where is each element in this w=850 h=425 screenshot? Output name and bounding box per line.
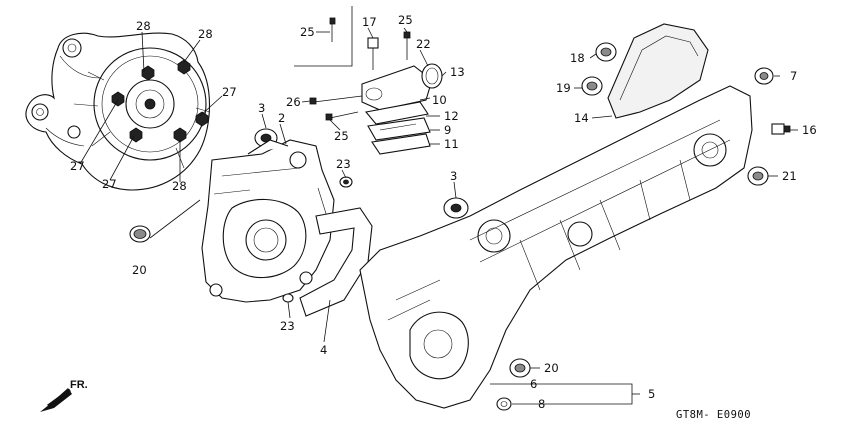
oil-seal-18 (595, 42, 617, 62)
callout-28: 28 (172, 179, 187, 193)
callout-26: 26 (286, 95, 301, 109)
crankcase-gasket-4 (299, 207, 373, 317)
callout-16: 16 (802, 123, 817, 137)
callout-7: 7 (790, 69, 797, 83)
callout-23: 23 (336, 157, 351, 171)
callout-5: 5 (648, 387, 655, 401)
leader-lines (79, 27, 798, 405)
oil-seal-21 (747, 166, 769, 186)
callout-21: 21 (782, 169, 797, 183)
left-crankcase-half (201, 139, 335, 303)
crankcase-gasket-14 (607, 23, 709, 119)
callout-11: 11 (444, 137, 459, 151)
callout-3: 3 (258, 101, 265, 115)
drawing-code: GT8M- E0900 (676, 409, 751, 421)
drain-bolt-16 (771, 123, 791, 135)
dowel-pin-23-lower (282, 293, 294, 303)
callout-19: 19 (556, 81, 571, 95)
callout-18: 18 (570, 51, 585, 65)
callout-28: 28 (136, 19, 151, 33)
callout-23: 23 (280, 319, 295, 333)
front-direction-arrow: FR. (40, 379, 88, 412)
callout-2: 2 (278, 111, 285, 125)
callout-20: 20 (132, 263, 147, 277)
callout-10: 10 (432, 93, 447, 107)
right-crankcase-half (359, 85, 753, 409)
oil-seal-20-right (509, 358, 531, 378)
oil-seal-20-left (129, 199, 201, 243)
callout-22: 22 (416, 37, 431, 51)
callout-25: 25 (300, 25, 315, 39)
callout-9: 9 (444, 123, 451, 137)
callout-4: 4 (320, 343, 327, 357)
callout-3: 3 (450, 169, 457, 183)
callout-25: 25 (398, 13, 413, 27)
callout-27: 27 (222, 85, 237, 99)
callout-28: 28 (198, 27, 213, 41)
callout-17: 17 (362, 15, 377, 29)
front-marker-label: FR. (70, 379, 88, 391)
callout-14: 14 (574, 111, 589, 125)
callout-labels: 28 28 27 27 27 28 20 3 2 23 23 4 25 17 2… (70, 13, 817, 411)
dowel-pin-23-upper (339, 176, 353, 188)
bearing-3-center (443, 197, 469, 219)
callout-8: 8 (538, 397, 545, 411)
callout-12: 12 (444, 109, 459, 123)
bushing-8 (496, 397, 512, 411)
oil-seal-19 (581, 76, 603, 96)
reed-valve-assembly (294, 6, 443, 155)
crankcase-cover (25, 32, 211, 191)
callout-6: 6 (530, 377, 537, 391)
callout-20: 20 (544, 361, 559, 375)
oil-seal-7 (754, 67, 774, 85)
callout-27: 27 (102, 177, 117, 191)
callout-25: 25 (334, 129, 349, 143)
callout-13: 13 (450, 65, 465, 79)
callout-27: 27 (70, 159, 85, 173)
